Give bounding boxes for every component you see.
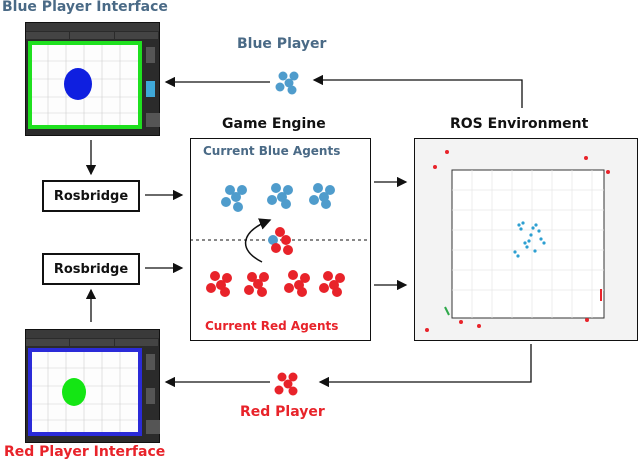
agent-transfer-arrow: [244, 218, 272, 263]
window-titlebar: [26, 23, 159, 31]
ros-environment-panel: [414, 138, 638, 341]
map-boundary: [28, 41, 142, 129]
tab[interactable]: [114, 339, 158, 346]
red-interface-map[interactable]: [28, 348, 142, 436]
red-player-label: Red Player: [240, 404, 325, 420]
mixed-agent-cluster: [268, 227, 293, 255]
tab[interactable]: [70, 32, 114, 39]
map-boundary: [28, 348, 142, 436]
red-team-region: [62, 378, 86, 406]
control-button[interactable]: [146, 388, 155, 404]
red-agent-cluster-2: [244, 272, 269, 297]
tab[interactable]: [70, 339, 114, 346]
control-button[interactable]: [146, 354, 155, 370]
red-player-interface-label: Red Player Interface: [4, 444, 166, 460]
red-map-svg: [28, 348, 142, 436]
blue-agent-cluster-2: [267, 183, 293, 209]
blue-agent-cluster-1: [221, 185, 247, 212]
game-engine-title: Game Engine: [222, 116, 326, 132]
window-tabs: [26, 339, 159, 346]
control-button[interactable]: [146, 113, 160, 127]
ros-to-blue-player-arrow: [312, 74, 523, 108]
tab[interactable]: [114, 32, 158, 39]
goal-marker: [444, 306, 450, 316]
blue-player-label: Blue Player: [237, 36, 327, 52]
blue-player-interface-label: Blue Player Interface: [2, 0, 168, 15]
tab[interactable]: [26, 32, 70, 39]
ros-to-red-player-arrow: [318, 344, 532, 388]
current-blue-agents-label: Current Blue Agents: [203, 144, 341, 158]
blue-player-interface-window: [25, 22, 160, 136]
arena-boundary: [451, 169, 605, 319]
arena-grid: [452, 170, 604, 318]
rosbridge-bottom-label: Rosbridge: [53, 261, 129, 277]
red-player-interface-window: [25, 329, 160, 443]
red-agent-markers: [425, 150, 610, 332]
control-button-active[interactable]: [146, 81, 155, 97]
control-button[interactable]: [146, 420, 160, 434]
current-red-agents-label: Current Red Agents: [205, 319, 339, 333]
tab[interactable]: [26, 339, 70, 346]
blue-team-region: [64, 68, 92, 100]
window-titlebar: [26, 330, 159, 338]
red-agent-cluster-4: [319, 271, 345, 297]
interface-side-panel: [144, 348, 160, 440]
blue-interface-map[interactable]: [28, 41, 142, 129]
rosbridge-bottom-box: Rosbridge: [42, 253, 140, 285]
blue-agent-cluster-3: [309, 183, 335, 209]
window-tabs: [26, 32, 159, 39]
blue-player-icon: [275, 71, 299, 95]
red-player-icon: [274, 372, 298, 396]
interface-side-panel: [144, 41, 160, 133]
rosbridge-top-box: Rosbridge: [42, 180, 140, 212]
control-button[interactable]: [146, 47, 155, 63]
rosbridge-top-label: Rosbridge: [53, 188, 129, 204]
ros-environment-title: ROS Environment: [450, 116, 589, 132]
ros-environment-view: [425, 150, 610, 332]
blue-map-svg: [28, 41, 142, 129]
red-agent-cluster-3: [284, 270, 310, 297]
red-agent-cluster-1: [206, 271, 232, 297]
blue-agent-swarm: [513, 221, 546, 258]
